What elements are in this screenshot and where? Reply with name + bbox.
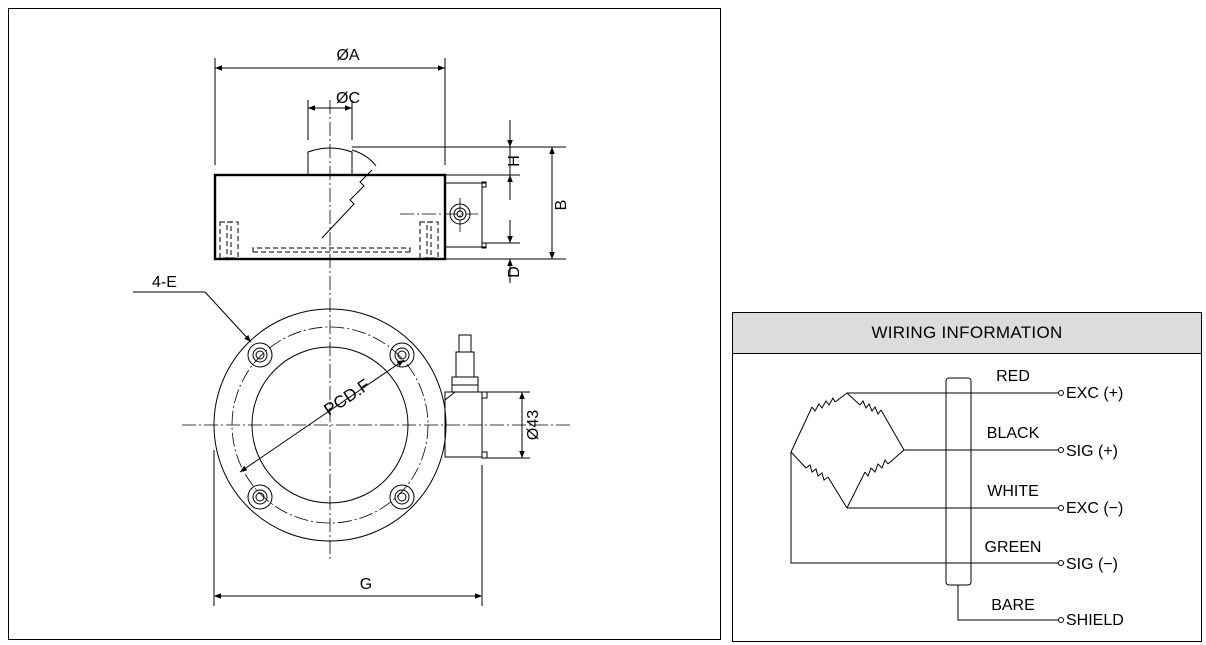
wire-color-label: GREEN <box>985 539 1042 556</box>
dim-a-label: ØA <box>336 47 359 64</box>
cable-sheath <box>945 377 972 586</box>
wire-color-label: BLACK <box>987 425 1040 442</box>
wiring-title: WIRING INFORMATION <box>733 313 1201 354</box>
wiring-diagram: RED BLACK WHITE GREEN BARE EXC (+) SIG (… <box>790 368 1124 629</box>
dim-d-label: D <box>506 266 523 278</box>
wire-color-label: WHITE <box>987 483 1039 500</box>
technical-drawing-frame <box>8 8 721 640</box>
wire-color-label: BARE <box>991 597 1035 614</box>
dimension-43: Ø43 <box>487 391 542 459</box>
wire-signal-label: EXC (−) <box>1066 500 1123 517</box>
dim-f-label: PCD.F <box>320 375 373 419</box>
wire-signal-label: EXC (+) <box>1066 385 1123 402</box>
dim-g-label: G <box>360 576 372 593</box>
dim-b-label: B <box>553 200 570 211</box>
terminal-icon <box>1058 617 1064 623</box>
side-view <box>213 100 487 560</box>
dim-c-label: ØC <box>336 90 360 107</box>
wire-signal-label: SIG (+) <box>1066 443 1118 460</box>
terminal-icon <box>1058 505 1064 511</box>
terminal-icon <box>1058 560 1064 566</box>
wiring-information-panel: WIRING INFORMATION <box>732 312 1202 642</box>
wire-signal-label: SHIELD <box>1066 612 1124 629</box>
wire-color-label: RED <box>996 368 1030 385</box>
dimension-e: 4-E <box>133 274 252 343</box>
wire-signal-label: SIG (−) <box>1066 556 1118 573</box>
dimension-g: G <box>213 450 483 606</box>
dim-e-label: 4-E <box>152 274 177 291</box>
terminal-icon <box>1058 390 1064 396</box>
terminal-icon <box>1058 447 1064 453</box>
dim-43-label: Ø43 <box>525 410 542 440</box>
dim-h-label: H <box>506 155 523 167</box>
wheatstone-bridge <box>790 392 905 509</box>
bolt-holes <box>247 342 415 510</box>
dimension-a: ØA <box>214 47 446 165</box>
dimension-c: ØC <box>307 90 360 140</box>
top-view: PCD.F <box>182 308 572 542</box>
dimension-h-b-d: H B D <box>352 120 570 283</box>
